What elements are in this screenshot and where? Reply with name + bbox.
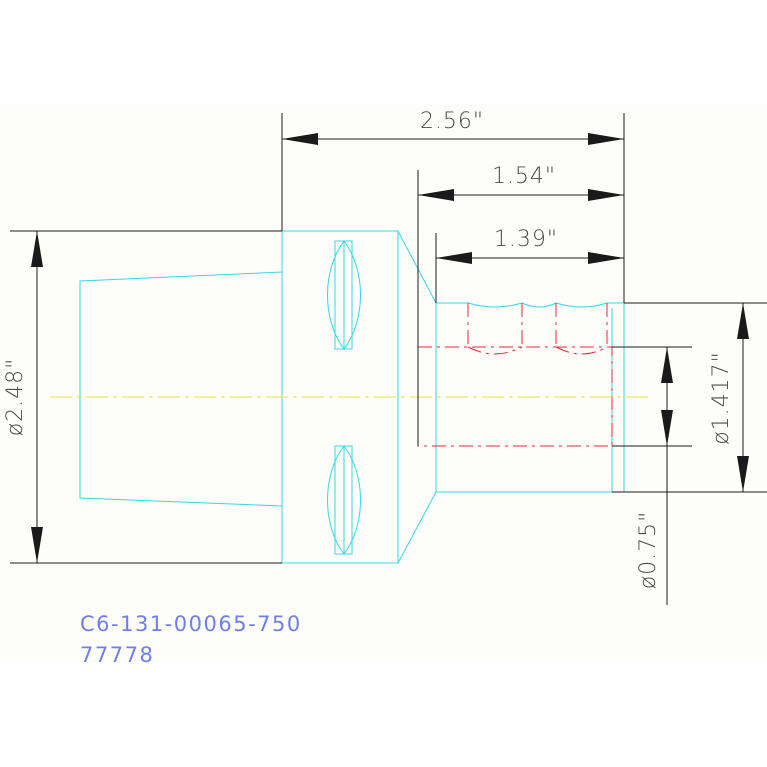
bore-grooves bbox=[467, 346, 608, 355]
dimension-lines bbox=[10, 113, 767, 605]
dim-body-diameter: ø2.48" bbox=[3, 358, 28, 437]
cone-lower bbox=[397, 491, 437, 564]
drive-slot-lower bbox=[327, 445, 361, 555]
hidden-bore bbox=[417, 303, 613, 447]
drive-slot-upper bbox=[327, 240, 361, 350]
dim-length-1: 1.54" bbox=[492, 164, 556, 189]
dim-shank-diameter: ø1.417" bbox=[709, 351, 734, 445]
part-number: C6-131-00065-750 bbox=[80, 612, 302, 636]
shank-top-grooves bbox=[467, 302, 624, 308]
cone-upper bbox=[397, 230, 437, 304]
dim-length-2: 1.39" bbox=[494, 227, 558, 252]
id-number: 77778 bbox=[80, 643, 154, 667]
dim-bore-diameter: ø0.75" bbox=[636, 511, 661, 590]
drawing-sheet bbox=[0, 104, 767, 662]
dim-overall-length: 2.56" bbox=[420, 109, 484, 134]
taper-outline bbox=[79, 271, 283, 507]
